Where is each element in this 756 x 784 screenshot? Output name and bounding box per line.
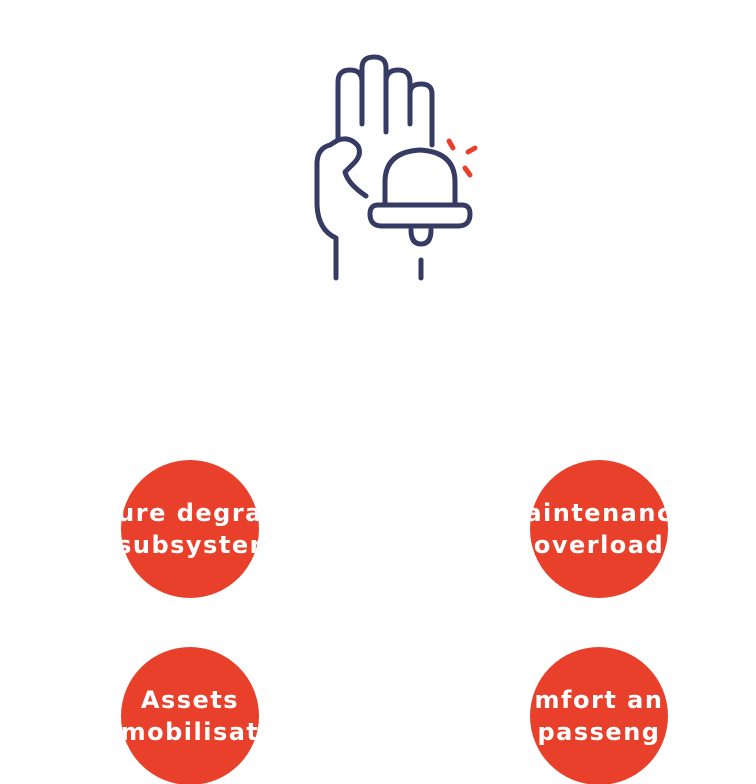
badge-label-line2: mobilisat (121, 718, 259, 746)
badge-label-line2: passeng (537, 718, 661, 746)
badge-comfort-passengers: mfort an passeng (530, 647, 668, 784)
badge-label: aintenanc overload (530, 497, 668, 561)
badge-label-line2: overload (533, 531, 665, 559)
badge-label: mfort an passeng (535, 684, 664, 748)
badge-failure-degradation: ure degra subsyster (121, 460, 259, 598)
badge-label: ure degra subsyster (121, 497, 259, 561)
badge-maintenance-overload: aintenanc overload (530, 460, 668, 598)
badge-label-line2: subsyster (121, 531, 259, 559)
badge-label-line1: ure degra (121, 499, 259, 527)
badge-label: Assets mobilisat (121, 684, 259, 748)
badge-label-line1: aintenanc (530, 499, 668, 527)
badge-label-line1: Assets (140, 686, 240, 714)
badge-assets-immobilisation: Assets mobilisat (121, 647, 259, 784)
badge-label-line1: mfort an (534, 686, 664, 714)
hand-ringing-bell-icon (314, 54, 478, 281)
